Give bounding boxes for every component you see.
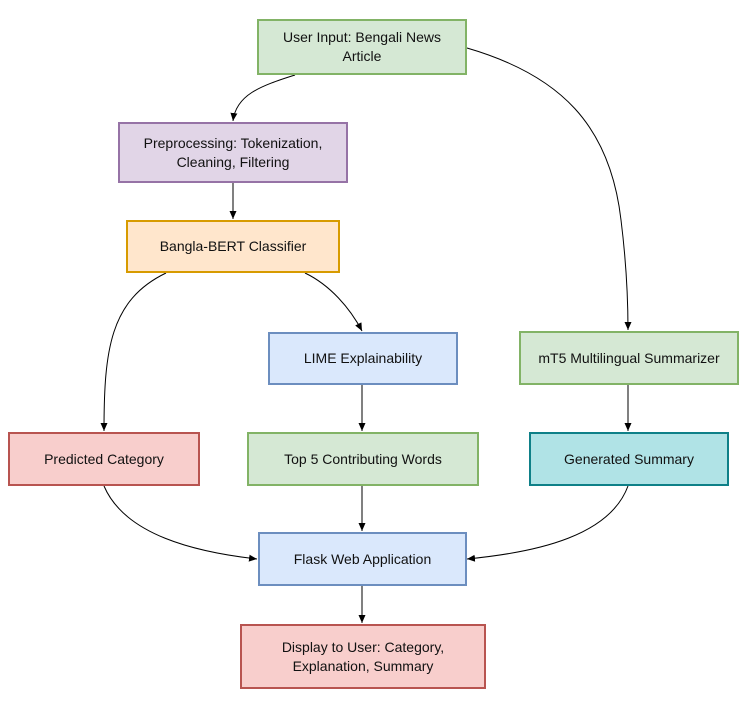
node-display-to-user: Display to User: Category, Explanation, … bbox=[240, 624, 486, 689]
edge-category-to-flask bbox=[103, 485, 258, 562]
node-classifier-label: Bangla-BERT Classifier bbox=[159, 238, 307, 254]
node-user-input: User Input: Bengali News Article bbox=[257, 19, 467, 75]
edge-summary-to-flask bbox=[466, 485, 629, 562]
node-lime-label: LIME Explainability bbox=[303, 350, 423, 366]
node-mt5-summarizer: mT5 Multilingual Summarizer bbox=[519, 331, 739, 385]
node-predicted-category: Predicted Category bbox=[8, 432, 200, 486]
node-category-label: Predicted Category bbox=[44, 450, 164, 467]
node-preprocessing: Preprocessing: Tokenization, Cleaning, F… bbox=[118, 122, 348, 183]
node-flask-label: Flask Web Application bbox=[293, 550, 432, 567]
edge-input-to-preprocessing bbox=[230, 74, 296, 122]
edge-classifier-to-lime bbox=[304, 272, 363, 332]
node-user-input-label: User Input: Bengali News Article bbox=[283, 29, 441, 64]
node-flask-web-application: Flask Web Application bbox=[258, 532, 467, 586]
node-preprocessing-label: Preprocessing: Tokenization, Cleaning, F… bbox=[143, 134, 323, 170]
node-bangla-bert-classifier: Bangla-BERT Classifier bbox=[126, 220, 340, 273]
node-generated-summary: Generated Summary bbox=[529, 432, 729, 486]
edge-input-to-mt5 bbox=[466, 47, 632, 331]
node-top-words: Top 5 Contributing Words bbox=[247, 432, 479, 486]
node-display-label: Display to User: Category, Explanation, … bbox=[281, 638, 445, 674]
node-top-words-label: Top 5 Contributing Words bbox=[284, 450, 442, 467]
node-mt5-label: mT5 Multilingual Summarizer bbox=[538, 349, 720, 366]
edge-classifier-to-category bbox=[100, 272, 167, 432]
node-lime-explainability: LIME Explainability bbox=[268, 332, 458, 385]
node-summary-label: Generated Summary bbox=[564, 450, 694, 467]
